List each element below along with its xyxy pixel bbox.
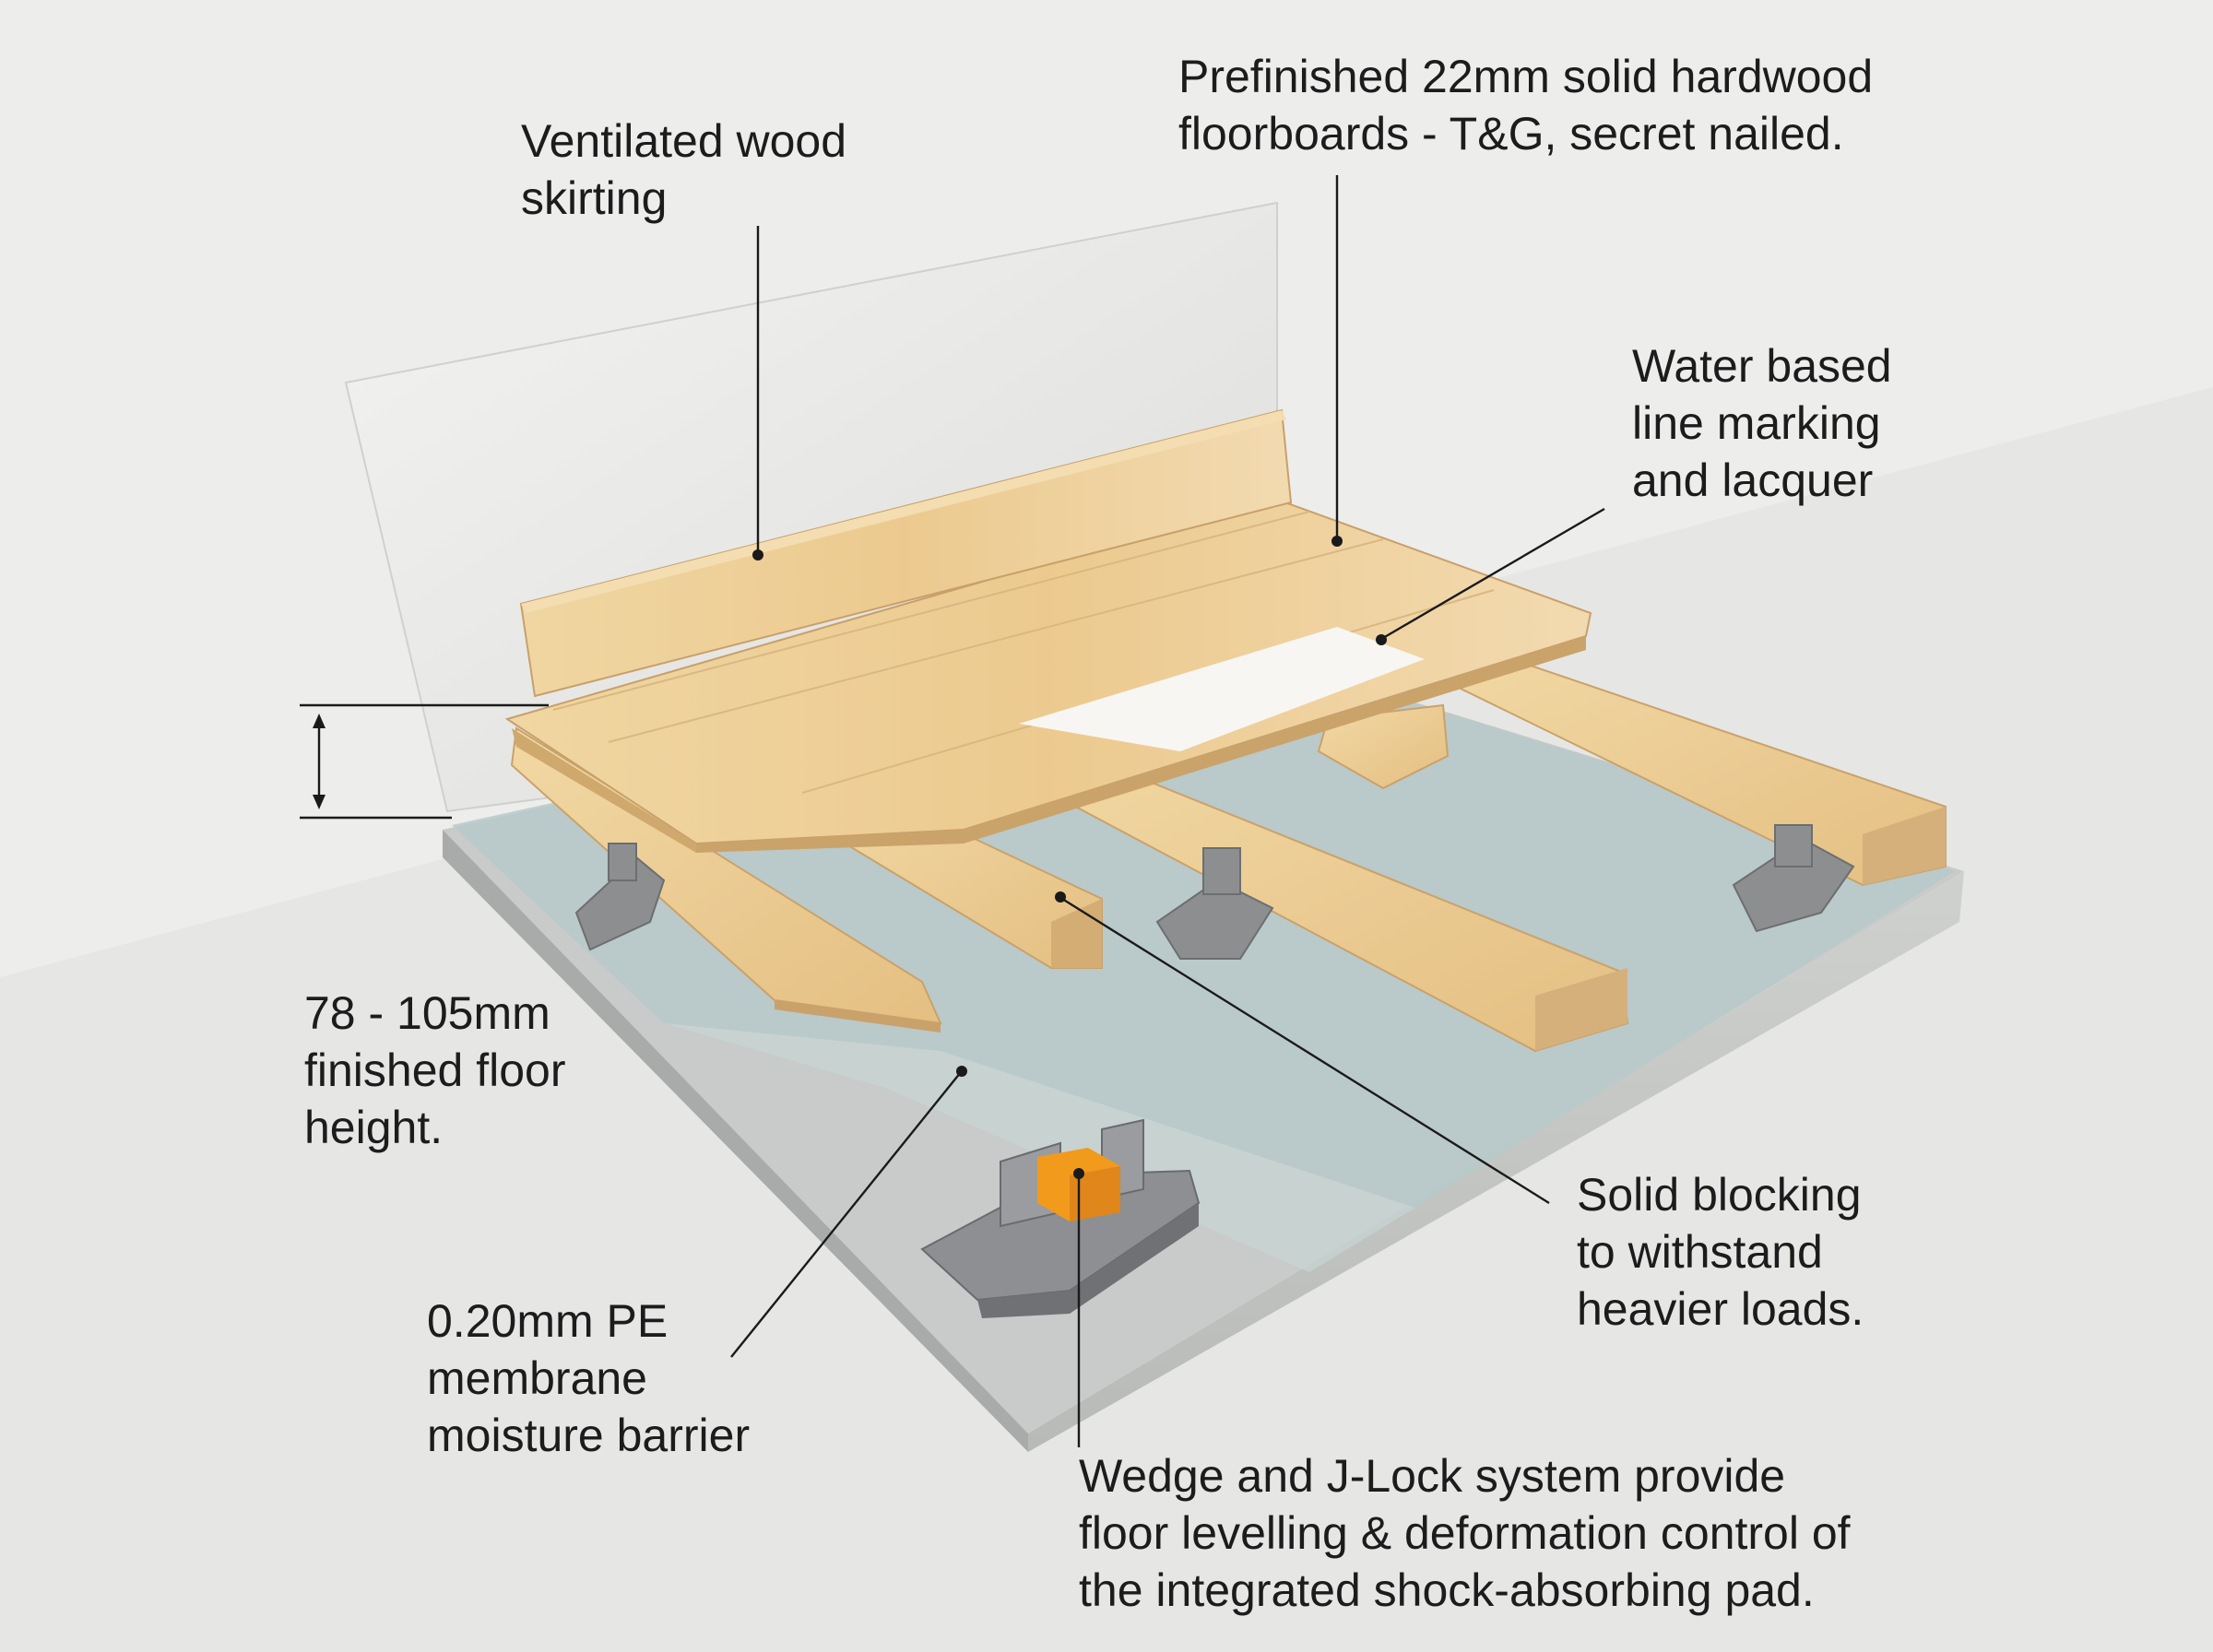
line-marking-lacquer bbox=[1019, 627, 1425, 751]
callout-wedge-line-1: Wedge and J-Lock system provide bbox=[1079, 1450, 1786, 1502]
concrete-slab-front bbox=[443, 830, 1028, 1452]
skirting-board bbox=[519, 408, 1293, 698]
callout-floor-height-line-1: 78 - 105mm bbox=[304, 987, 550, 1039]
wedge-middle bbox=[1155, 847, 1274, 960]
leader-skirting bbox=[752, 226, 763, 560]
callout-floorboards-line-2: floorboards - T&G, secret nailed. bbox=[1178, 108, 1844, 159]
callout-skirting-line-2: skirting bbox=[521, 172, 668, 224]
callout-membrane-line-2: membrane bbox=[427, 1352, 647, 1404]
callout-floorboards-line-1: Prefinished 22mm solid hardwood bbox=[1178, 51, 1874, 102]
leader-membrane bbox=[730, 1066, 967, 1358]
callout-membrane-line-3: moisture barrier bbox=[427, 1410, 751, 1461]
floor-height-dimension bbox=[300, 703, 549, 820]
callout-floor-height-line-2: finished floor bbox=[304, 1044, 566, 1096]
callout-floor-height-line-3: height. bbox=[304, 1102, 444, 1153]
leader-blocking bbox=[1055, 891, 1550, 1205]
concrete-slab-side bbox=[1028, 871, 1964, 1452]
callout-membrane: 0.20mm PE membrane moisture barrier bbox=[427, 1292, 750, 1464]
membrane-fold bbox=[664, 1023, 1415, 1272]
callout-membrane-line-1: 0.20mm PE bbox=[427, 1295, 669, 1347]
callout-skirting: Ventilated wood skirting bbox=[521, 112, 846, 227]
leader-line-marking bbox=[1376, 507, 1605, 645]
callout-skirting-line-1: Ventilated wood bbox=[521, 115, 847, 167]
leader-wedge bbox=[1073, 1168, 1084, 1447]
callout-blocking: Solid blocking to withstand heavier load… bbox=[1577, 1166, 1864, 1338]
callout-floorboards: Prefinished 22mm solid hardwood floorboa… bbox=[1178, 48, 1873, 162]
callout-blocking-line-3: heavier loads. bbox=[1577, 1283, 1864, 1335]
callout-wedge-line-2: floor levelling & deformation control of bbox=[1079, 1507, 1851, 1559]
callout-wedge-line-3: the integrated shock-absorbing pad. bbox=[1079, 1564, 1815, 1616]
wedge-left bbox=[574, 843, 666, 951]
wedge-right bbox=[1732, 824, 1855, 933]
callout-wedge: Wedge and J-Lock system provide floor le… bbox=[1079, 1447, 1851, 1619]
callout-floor-height: 78 - 105mm finished floor height. bbox=[304, 985, 566, 1156]
leader-floorboards bbox=[1331, 175, 1343, 547]
callout-blocking-line-1: Solid blocking bbox=[1577, 1169, 1862, 1221]
callout-line-marking: Water based line marking and lacquer bbox=[1632, 337, 1892, 509]
callout-line-marking-line-1: Water based bbox=[1632, 340, 1892, 392]
callout-line-marking-line-3: and lacquer bbox=[1632, 454, 1874, 506]
callout-line-marking-line-2: line marking bbox=[1632, 397, 1881, 449]
blocking-back bbox=[1317, 703, 1450, 790]
callout-blocking-line-2: to withstand bbox=[1577, 1226, 1823, 1278]
